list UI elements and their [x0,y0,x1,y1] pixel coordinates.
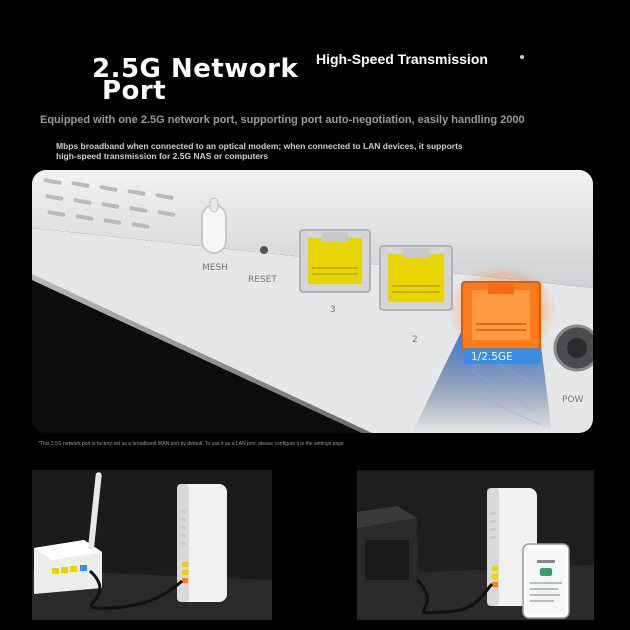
reset-pinhole [260,246,268,254]
mesh-button [201,197,227,254]
power-jack [553,324,593,372]
description-line-1: Equipped with one 2.5G network port, sup… [40,114,525,126]
footnote: *This 2.5G network port is factory-set a… [38,441,344,447]
port-1-label: 1/2.5GE [471,351,513,363]
router-rear-illustration: MESH RESET 3 2 [32,170,593,433]
decor-dot [520,55,524,59]
scene-modem-connection [32,470,272,620]
port-3-label: 3 [330,305,336,315]
description-line-2: Mbps broadband when connected to an opti… [56,141,463,161]
wan-port-2-5g [461,281,541,351]
power-label: POW [562,395,584,405]
port-2-label: 2 [412,335,418,345]
page-title: 2.5G Network Port [92,56,322,106]
scene-nas-connection [357,470,594,620]
antenna [88,472,102,550]
port-1-label-badge [464,348,540,364]
lan-port-2 [379,245,453,311]
device-closeup-panel: MESH RESET 3 2 [32,170,593,433]
router-tower [177,484,227,602]
ethernet-cable-2 [415,578,494,615]
subtitle: High-Speed Transmission [316,51,488,67]
modem-router-illustration [32,470,272,620]
reset-label: RESET [248,275,277,285]
nas-router-illustration [357,470,594,620]
ethernet-cable [88,569,184,610]
title-line-2: Port [102,76,167,106]
lan-port-3 [299,229,371,293]
mesh-label: MESH [202,263,228,273]
nas-device [357,506,419,604]
optical-modem [34,540,102,594]
title-line-1: 2.5G Network [92,54,299,84]
smartphone [522,543,570,619]
